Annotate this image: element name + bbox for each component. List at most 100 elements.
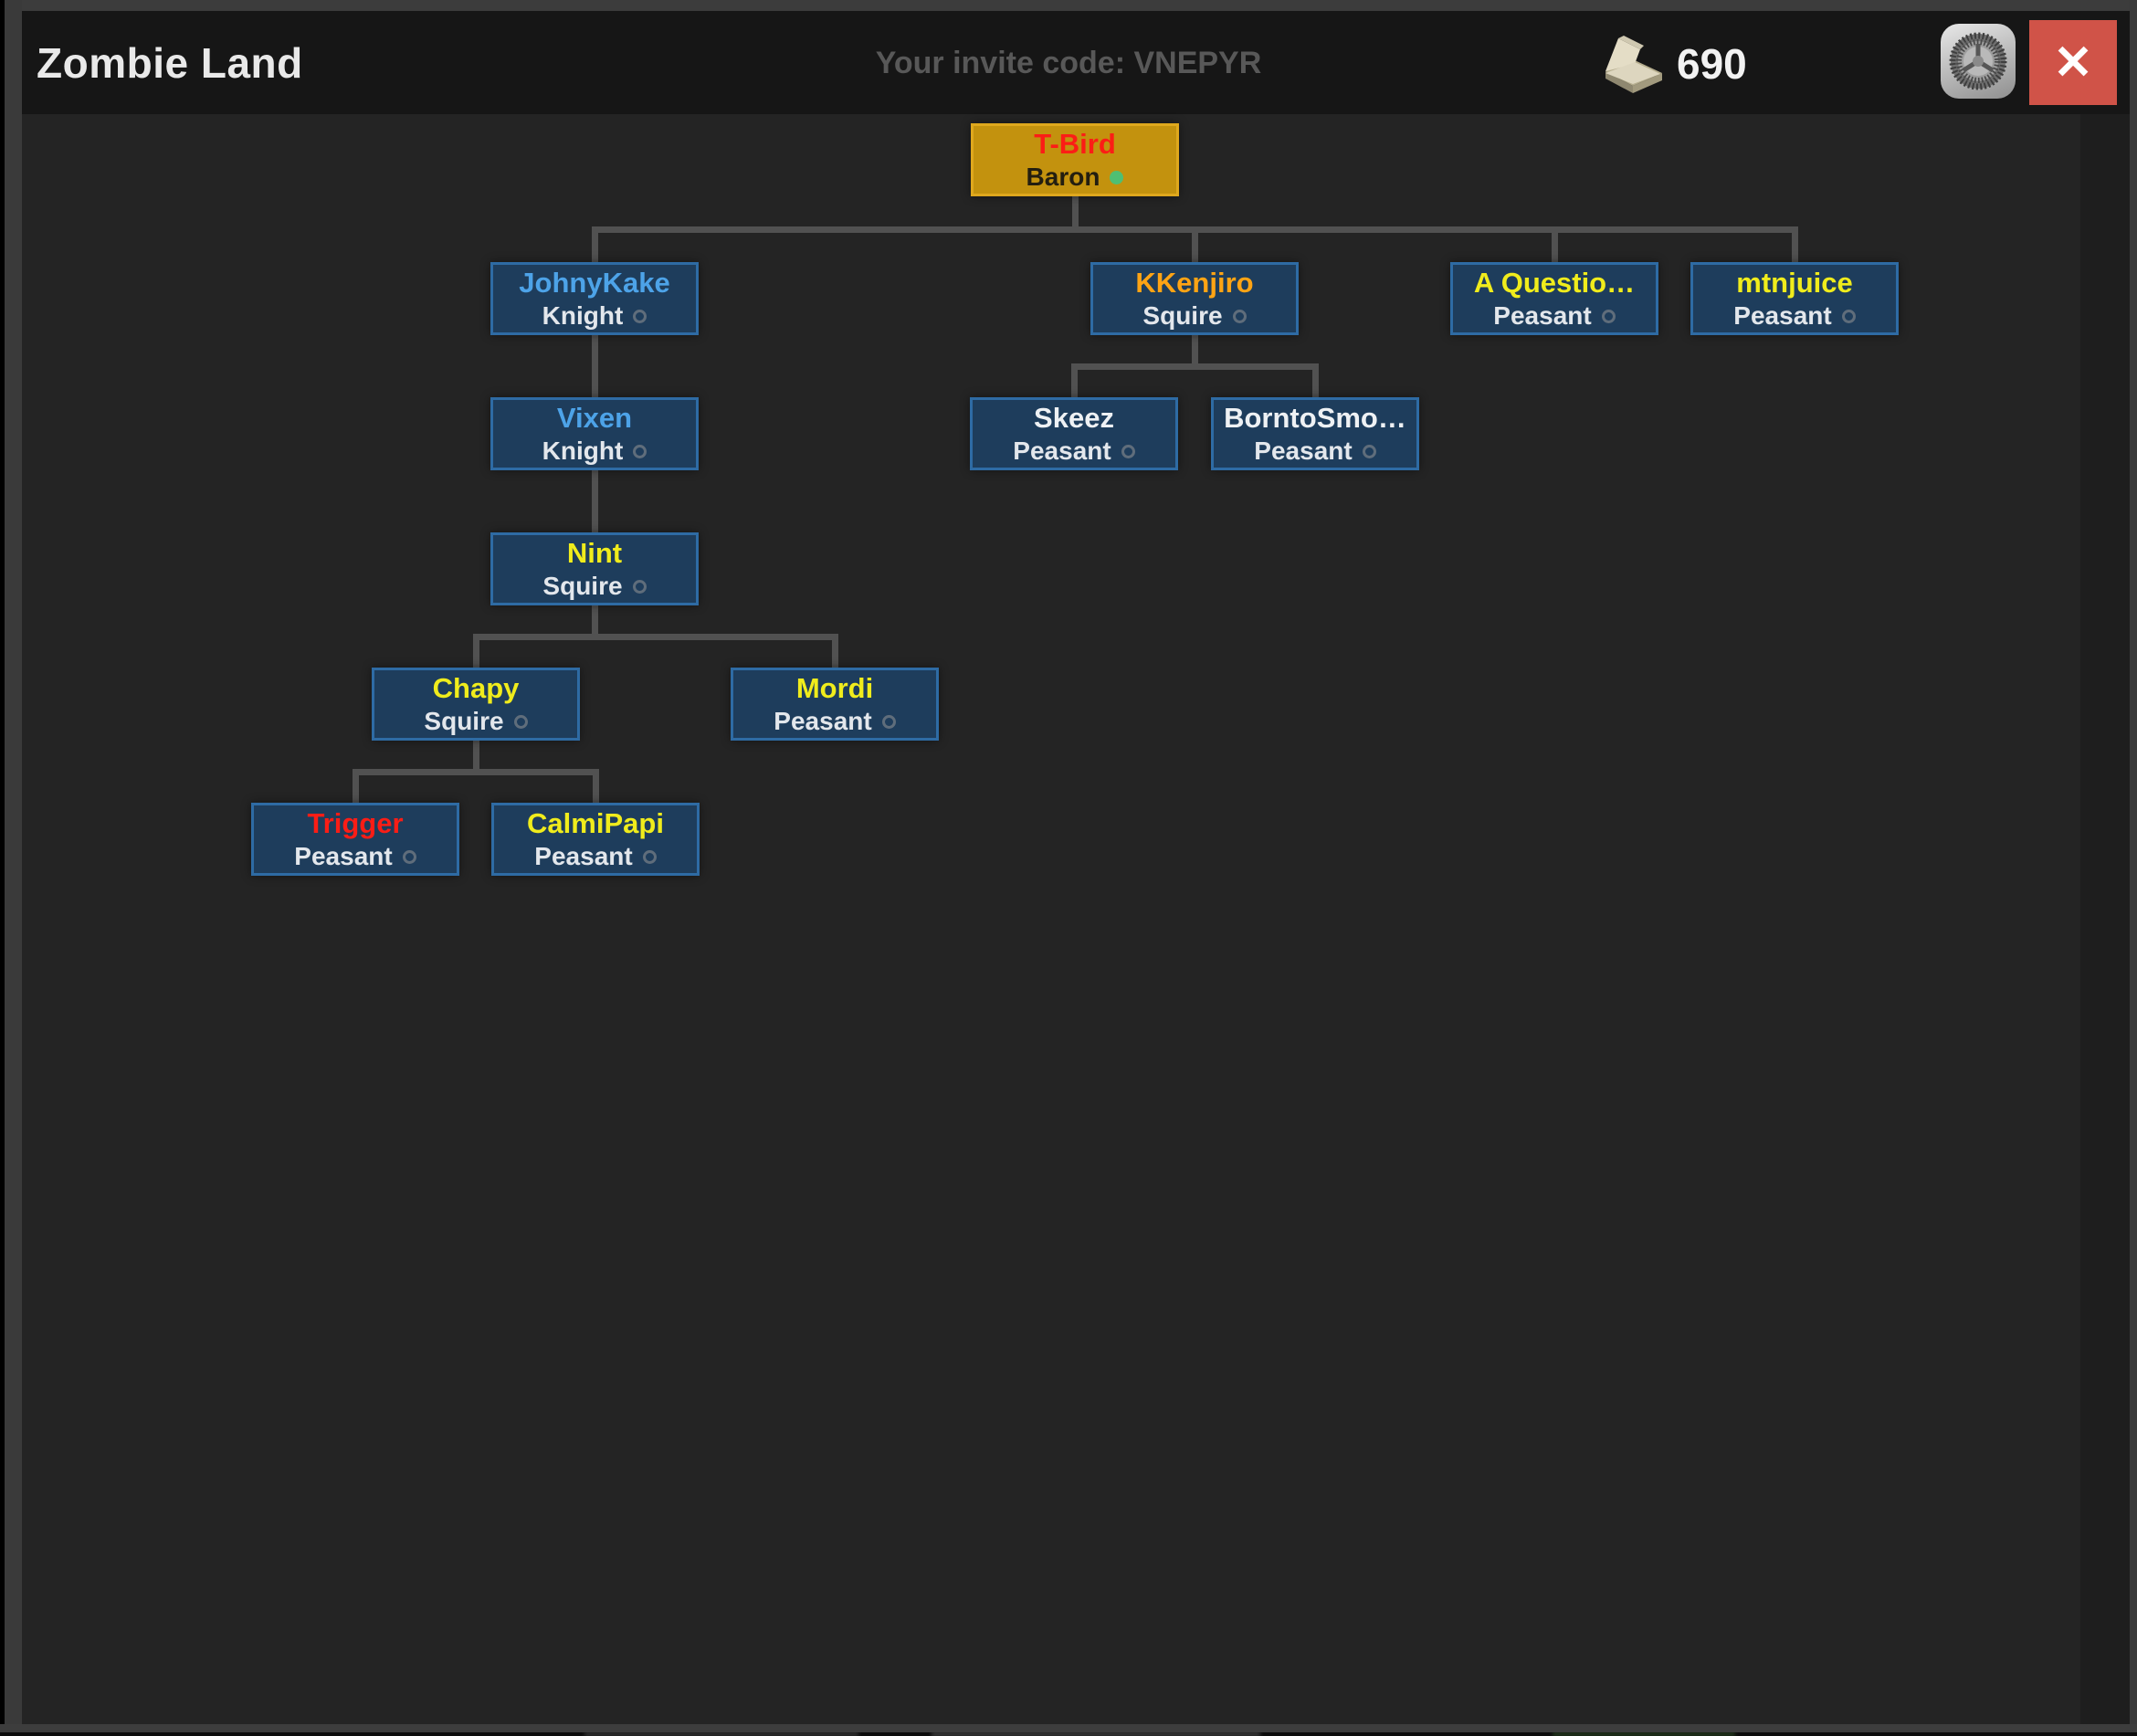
player-name: Mordi <box>795 672 874 704</box>
online-status-icon <box>1110 170 1124 184</box>
rank-row: Baron <box>1026 163 1124 192</box>
rank-row: Knight <box>542 437 647 466</box>
player-rank: Knight <box>542 437 624 465</box>
offline-status-icon <box>513 714 528 729</box>
blur-patch <box>932 1732 1260 1736</box>
screen-edge <box>0 0 5 1736</box>
rank-row: Peasant <box>1013 437 1135 466</box>
game-backdrop-left <box>5 0 22 1724</box>
rank-row: Peasant <box>1733 301 1856 331</box>
player-rank: Peasant <box>1013 437 1111 465</box>
tree-connector-line <box>1551 226 1558 262</box>
blur-patch <box>584 1732 858 1736</box>
tree-connector-line <box>472 741 479 775</box>
player-name: CalmiPapi <box>527 807 664 839</box>
player-rank: Peasant <box>1254 437 1353 465</box>
offline-status-icon <box>1362 444 1376 458</box>
resource-count: 690 <box>1677 40 1747 88</box>
player-rank: Squire <box>424 707 504 735</box>
resource-counter: 690 <box>1600 33 1747 95</box>
tree-connector-line <box>591 226 598 262</box>
rank-row: Peasant <box>294 842 416 871</box>
rank-row: Peasant <box>774 707 896 736</box>
player-name: Trigger <box>307 807 404 839</box>
tree-connector-line <box>1791 226 1798 262</box>
rank-row: Peasant <box>534 842 657 871</box>
close-button[interactable]: ✕ <box>2029 20 2117 105</box>
player-rank: Peasant <box>1733 301 1832 330</box>
offline-status-icon <box>1232 309 1247 323</box>
tree-connector-line <box>591 470 598 532</box>
tree-connector-line <box>1070 363 1078 397</box>
rank-row: Squire <box>424 707 528 736</box>
tree-node-aquestio[interactable]: A Questio…Peasant <box>1450 262 1658 335</box>
tree-node-borntosmo[interactable]: BorntoSmo… Peasant <box>1211 397 1419 470</box>
rank-row: Peasant <box>1493 301 1616 331</box>
offline-status-icon <box>642 849 657 864</box>
tree-connector-line <box>1071 196 1079 233</box>
tree-connector-line <box>1070 363 1319 370</box>
player-name: A Questio… <box>1473 267 1636 299</box>
offline-status-icon <box>632 579 647 594</box>
scrollbar-track[interactable] <box>2080 114 2130 1724</box>
offline-status-icon <box>402 849 416 864</box>
player-rank: Peasant <box>294 842 393 870</box>
player-name: Nint <box>566 537 623 569</box>
tree-connector-line <box>472 634 838 640</box>
player-rank: Peasant <box>1493 301 1592 330</box>
player-name: Skeez <box>1034 402 1114 434</box>
game-backdrop-bottom <box>0 1724 2137 1732</box>
player-name: T-Bird <box>1034 128 1116 160</box>
dialog-header <box>22 11 2130 114</box>
player-rank: Squire <box>542 572 623 600</box>
tree-connector-line <box>1311 363 1319 397</box>
player-rank: Peasant <box>534 842 633 870</box>
player-name: BorntoSmo… <box>1224 402 1406 434</box>
player-rank: Baron <box>1026 163 1100 191</box>
game-backdrop-right <box>2130 0 2137 1736</box>
game-backdrop-top <box>0 0 2137 11</box>
player-name: Vixen <box>556 402 633 434</box>
tree-connector-line <box>472 634 479 668</box>
tree-connector-line <box>831 634 838 668</box>
player-name: KKenjiro <box>1135 267 1254 299</box>
offline-status-icon <box>1121 444 1135 458</box>
tree-connector-line <box>592 769 599 803</box>
offline-status-icon <box>633 309 647 323</box>
rank-row: Knight <box>542 301 647 331</box>
paper-stack-icon <box>1605 36 1662 93</box>
gear-icon <box>1949 32 2007 90</box>
offline-status-icon <box>881 714 896 729</box>
clan-name-title: Zombie Land <box>37 39 303 87</box>
player-rank: Knight <box>542 301 624 330</box>
player-name: JohnyKake <box>519 267 670 299</box>
offline-status-icon <box>1841 309 1856 323</box>
settings-button[interactable] <box>1941 24 2016 99</box>
tree-connector-line <box>591 335 598 397</box>
tree-connector-line <box>352 769 599 775</box>
player-name: mtnjuice <box>1736 267 1853 299</box>
tree-connector-line <box>352 769 359 803</box>
invite-code-text: Your invite code: VNEPYR <box>875 46 1262 80</box>
tree-connector-line <box>1191 335 1198 370</box>
close-icon: ✕ <box>2053 36 2093 89</box>
rank-row: Squire <box>1142 301 1247 331</box>
blur-patch <box>1553 1732 1735 1736</box>
rank-row: Peasant <box>1254 437 1376 466</box>
game-backdrop-blur <box>0 1732 2137 1736</box>
offline-status-icon <box>1601 309 1616 323</box>
rank-row: Squire <box>542 572 647 601</box>
player-rank: Peasant <box>774 707 872 735</box>
